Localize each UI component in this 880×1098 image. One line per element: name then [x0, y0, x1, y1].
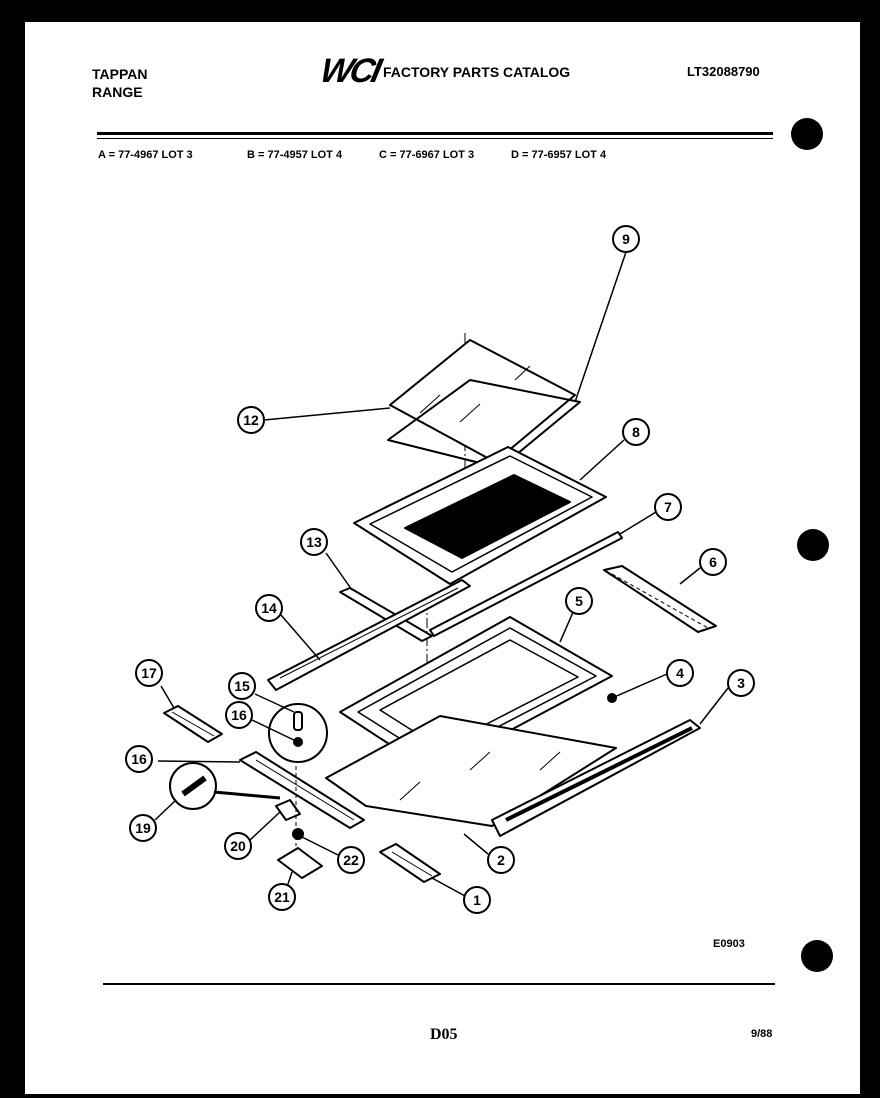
punch-hole-top	[791, 118, 823, 150]
part-clip	[275, 799, 301, 821]
callout-label: 19	[135, 820, 151, 836]
model-a: A = 77-4967 LOT 3	[98, 149, 193, 161]
callout-16-lower: 16	[125, 745, 153, 773]
callout-label: 14	[261, 600, 277, 616]
leader-lines	[154, 251, 729, 897]
callout-label: 6	[709, 554, 717, 570]
callout-17: 17	[135, 659, 163, 687]
callout-5: 5	[565, 587, 593, 615]
callout-6: 6	[699, 548, 727, 576]
page-code: D05	[430, 1026, 458, 1043]
callout-label: 13	[306, 534, 322, 550]
callout-14: 14	[255, 594, 283, 622]
part-glass-gasket	[387, 379, 581, 469]
callout-19: 19	[129, 814, 157, 842]
callout-label: 20	[230, 838, 246, 854]
part-trim-strip	[429, 531, 623, 637]
callout-15: 15	[228, 672, 256, 700]
callout-label: 21	[274, 889, 290, 905]
callout-7: 7	[654, 493, 682, 521]
footer-date: 9/88	[751, 1028, 773, 1040]
callout-3: 3	[727, 669, 755, 697]
callout-13: 13	[300, 528, 328, 556]
callout-label: 5	[575, 593, 583, 609]
callout-label: 8	[632, 424, 640, 440]
catalog-title: FACTORY PARTS CATALOG	[383, 64, 571, 80]
callout-label: 1	[473, 892, 481, 908]
part-bottom-glass	[325, 715, 617, 827]
callout-label: 22	[343, 852, 359, 868]
callout-label: 3	[737, 675, 745, 691]
callout-9: 9	[612, 225, 640, 253]
model-c: C = 77-6967 LOT 3	[379, 149, 475, 161]
model-b: B = 77-4957 LOT 4	[247, 149, 343, 161]
callout-1: 1	[463, 886, 491, 914]
callout-label: 4	[676, 665, 684, 681]
callout-group: 9 12 8 7 13 6 5 14 4 17 3 15 16 16 19 20…	[125, 225, 755, 914]
callout-12: 12	[237, 406, 265, 434]
catalog-number: LT32088790	[687, 64, 760, 79]
callout-label: 12	[243, 412, 259, 428]
header-rule-thin	[97, 138, 773, 139]
detail-magnifier	[268, 703, 328, 763]
product-label: RANGE	[92, 84, 143, 100]
part-hinge-bracket	[603, 565, 717, 633]
model-d: D = 77-6957 LOT 4	[511, 149, 607, 161]
part-hinge-pin	[277, 847, 323, 879]
callout-label: 2	[497, 852, 505, 868]
footer-rule	[103, 983, 775, 985]
callout-label: 15	[234, 678, 250, 694]
part-lower-channel	[239, 751, 365, 829]
brand-label: TAPPAN	[92, 66, 148, 82]
callout-2: 2	[487, 846, 515, 874]
header-rule-thick	[97, 132, 773, 135]
callout-22: 22	[337, 846, 365, 874]
part-top-glass	[389, 339, 576, 463]
part-door-screen	[404, 474, 571, 559]
callout-20: 20	[224, 832, 252, 860]
callout-16-upper: 16	[225, 701, 253, 729]
callout-4: 4	[666, 659, 694, 687]
callout-8: 8	[622, 418, 650, 446]
callout-label: 16	[231, 707, 247, 723]
callout-21: 21	[268, 883, 296, 911]
diagram-code: E0903	[713, 938, 745, 950]
callout-label: 16	[131, 751, 147, 767]
punch-hole-middle	[797, 529, 829, 561]
callout-label: 7	[664, 499, 672, 515]
callout-label: 17	[141, 665, 157, 681]
callout-label: 9	[622, 231, 630, 247]
punch-hole-bottom	[801, 940, 833, 972]
